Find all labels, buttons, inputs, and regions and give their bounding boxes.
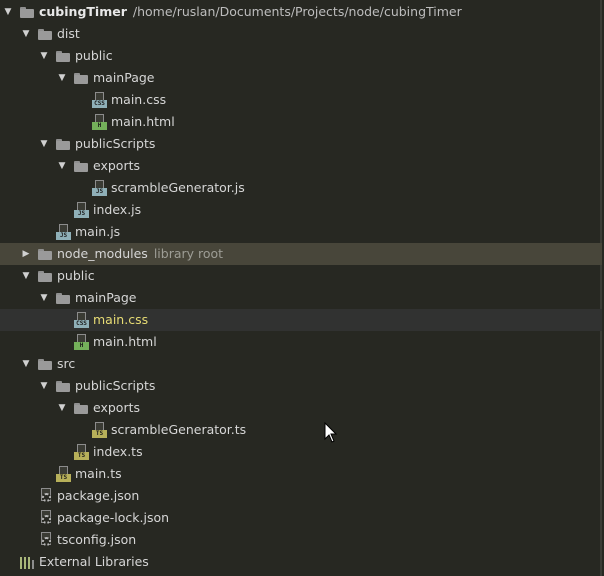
tree-item-label: main.html bbox=[111, 114, 175, 129]
tree-item-label: package-lock.json bbox=[57, 510, 170, 525]
tree-item-label: publicScripts bbox=[75, 378, 156, 393]
tree-row-package-lock-json[interactable]: package-lock.json bbox=[0, 507, 602, 529]
tree-item-label: exports bbox=[93, 400, 141, 415]
tree-row-public-main-html[interactable]: H main.html bbox=[0, 331, 602, 353]
js-file-icon: JS bbox=[74, 202, 89, 218]
tree-row-package-json[interactable]: package.json bbox=[0, 485, 602, 507]
library-root-hint: library root bbox=[153, 246, 224, 261]
tree-item-label: tsconfig.json bbox=[57, 532, 137, 547]
tree-row-dist-publicscripts[interactable]: ▼ publicScripts bbox=[0, 133, 602, 155]
folder-icon bbox=[38, 359, 52, 370]
tree-row-main-ts[interactable]: TS main.ts bbox=[0, 463, 602, 485]
tree-row-project-root[interactable]: ▼ cubingTimer/home/ruslan/Documents/Proj… bbox=[0, 1, 602, 23]
tree-item-label: main.ts bbox=[75, 466, 122, 481]
tree-item-label: External Libraries bbox=[39, 554, 149, 569]
tree-item-label: src bbox=[57, 356, 76, 371]
tree-row-public[interactable]: ▼ public bbox=[0, 265, 602, 287]
chevron-down-icon[interactable]: ▼ bbox=[58, 73, 66, 83]
tree-row-index-ts[interactable]: TS index.ts bbox=[0, 441, 602, 463]
project-path: /home/ruslan/Documents/Projects/node/cub… bbox=[132, 4, 462, 19]
project-name: cubingTimer bbox=[39, 4, 127, 19]
js-file-icon: JS bbox=[92, 180, 107, 196]
tree-item-label: dist bbox=[57, 26, 80, 41]
chevron-down-icon[interactable]: ▼ bbox=[40, 139, 48, 149]
tree-row-public-main-css[interactable]: CSS main.css bbox=[0, 309, 602, 331]
tree-row-dist-exports[interactable]: ▼ exports bbox=[0, 155, 602, 177]
tree-row-dist-mainpage[interactable]: ▼ mainPage bbox=[0, 67, 602, 89]
chevron-down-icon[interactable]: ▼ bbox=[22, 359, 30, 369]
folder-icon bbox=[38, 249, 52, 260]
chevron-down-icon[interactable]: ▼ bbox=[40, 381, 48, 391]
tree-item-label: main.css bbox=[111, 92, 167, 107]
folder-icon bbox=[56, 51, 70, 62]
folder-icon bbox=[38, 271, 52, 282]
tree-row-tsconfig-json[interactable]: tsconfig.json bbox=[0, 529, 602, 551]
html-file-icon: H bbox=[92, 114, 107, 130]
tree-item-label: index.ts bbox=[93, 444, 143, 459]
tree-item-label: mainPage bbox=[75, 290, 137, 305]
chevron-down-icon[interactable]: ▼ bbox=[22, 29, 30, 39]
tree-row-main-js[interactable]: JS main.js bbox=[0, 221, 602, 243]
node-modules-label: node_modules bbox=[57, 246, 148, 261]
config-file-icon bbox=[39, 488, 53, 504]
tree-row-index-js[interactable]: JS index.js bbox=[0, 199, 602, 221]
tree-row-scramblegenerator-ts[interactable]: TS scrambleGenerator.ts bbox=[0, 419, 602, 441]
mouse-cursor-icon bbox=[324, 422, 338, 443]
tree-row-node-modules[interactable]: ▶ node_modules library root bbox=[0, 243, 602, 265]
ts-file-icon: TS bbox=[74, 444, 89, 460]
folder-icon bbox=[56, 293, 70, 304]
tree-item-label: node_modules library root bbox=[57, 243, 223, 265]
css-file-icon: CSS bbox=[92, 92, 107, 108]
tree-row-scramblegenerator-js[interactable]: JS scrambleGenerator.js bbox=[0, 177, 602, 199]
tree-row-dist-main-html[interactable]: H main.html bbox=[0, 111, 602, 133]
chevron-down-icon[interactable]: ▼ bbox=[40, 51, 48, 61]
tree-item-label: package.json bbox=[57, 488, 140, 503]
tree-item-label: public bbox=[75, 48, 113, 63]
config-file-icon bbox=[39, 532, 53, 548]
chevron-down-icon[interactable]: ▼ bbox=[40, 293, 48, 303]
tree-row-dist-public[interactable]: ▼ public bbox=[0, 45, 602, 67]
tree-row-dist-main-css[interactable]: CSS main.css bbox=[0, 89, 602, 111]
chevron-down-icon[interactable]: ▼ bbox=[22, 271, 30, 281]
folder-icon bbox=[56, 139, 70, 150]
html-file-icon: H bbox=[74, 334, 89, 350]
chevron-right-icon[interactable]: ▶ bbox=[22, 249, 30, 259]
tree-row-external-libraries[interactable]: External Libraries bbox=[0, 551, 602, 573]
folder-icon bbox=[74, 73, 88, 84]
folder-icon bbox=[74, 403, 88, 414]
folder-icon bbox=[20, 7, 34, 18]
tree-item-label: index.js bbox=[93, 202, 142, 217]
tree-row-src-publicscripts[interactable]: ▼ publicScripts bbox=[0, 375, 602, 397]
tree-item-label: main.js bbox=[75, 224, 121, 239]
tree-row-src-exports[interactable]: ▼ exports bbox=[0, 397, 602, 419]
tree-item-label: publicScripts bbox=[75, 136, 156, 151]
css-file-icon: CSS bbox=[74, 312, 89, 328]
tree-item-label: public bbox=[57, 268, 95, 283]
tree-item-label: main.html bbox=[93, 334, 157, 349]
chevron-down-icon[interactable]: ▼ bbox=[4, 7, 12, 17]
tree-item-label: main.css bbox=[93, 312, 149, 327]
ts-file-icon: TS bbox=[56, 466, 71, 482]
tree-item-label: exports bbox=[93, 158, 141, 173]
ts-file-icon: TS bbox=[92, 422, 107, 438]
folder-icon bbox=[38, 29, 52, 40]
library-icon bbox=[20, 555, 36, 569]
tree-row-src[interactable]: ▼ src bbox=[0, 353, 602, 375]
config-file-icon bbox=[39, 510, 53, 526]
chevron-down-icon[interactable]: ▼ bbox=[58, 403, 66, 413]
chevron-down-icon[interactable]: ▼ bbox=[58, 161, 66, 171]
project-root-label: cubingTimer/home/ruslan/Documents/Projec… bbox=[39, 1, 462, 23]
js-file-icon: JS bbox=[56, 224, 71, 240]
folder-icon bbox=[56, 381, 70, 392]
tree-row-public-mainpage[interactable]: ▼ mainPage bbox=[0, 287, 602, 309]
tree-item-label: mainPage bbox=[93, 70, 155, 85]
folder-icon bbox=[74, 161, 88, 172]
tree-item-label: scrambleGenerator.js bbox=[111, 180, 245, 195]
tree-row-dist[interactable]: ▼ dist bbox=[0, 23, 602, 45]
tree-item-label: scrambleGenerator.ts bbox=[111, 422, 247, 437]
